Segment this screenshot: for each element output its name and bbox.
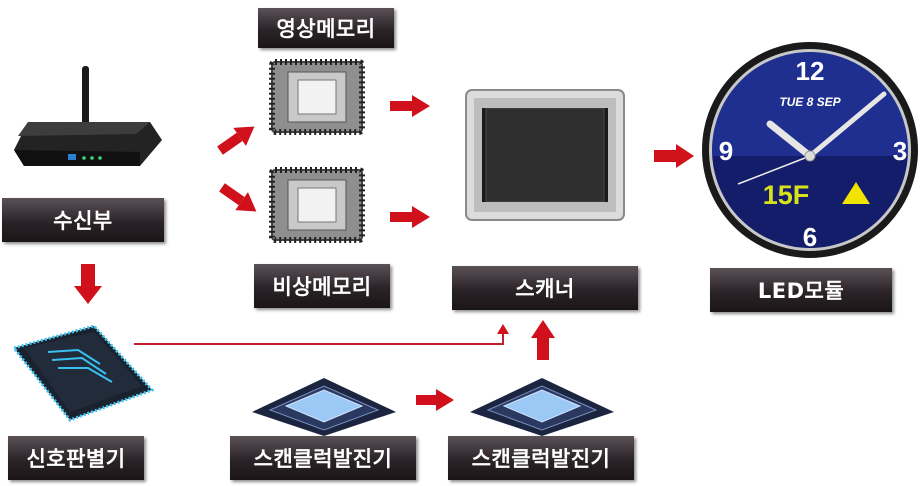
non-video-memory-chip-icon <box>269 167 365 243</box>
arrow-discriminator-to-scanner <box>497 324 509 334</box>
scan-clock-generator-1-icon <box>252 378 396 436</box>
floor-indicator: 15F <box>763 180 810 210</box>
hour-hand <box>766 120 814 160</box>
scan-clock-generator-1-label: 스캔클럭발진기 <box>230 436 416 480</box>
led-clock-face: 12 3 6 9 TUE 8 SEP 15F <box>702 42 918 258</box>
scan-clock-generator-2-icon <box>470 378 614 436</box>
arrow-receiver-to-non-video-memory <box>219 183 257 212</box>
scanner-icon <box>465 89 625 221</box>
scan-clock-generator-2-label: 스캔클럭발진기 <box>448 436 634 480</box>
arrow-scanner-to-led-module <box>654 144 694 168</box>
non-video-memory-label: 비상메모리 <box>254 264 390 308</box>
clock-3: 3 <box>893 136 907 166</box>
arrow-clock-gen-to-clock-gen <box>416 389 454 411</box>
arrow-clock-gen-to-scanner <box>531 320 555 360</box>
scanner-label: 스캐너 <box>452 266 638 310</box>
clock-date: TUE 8 SEP <box>779 95 841 109</box>
receiver-label: 수신부 <box>2 198 164 242</box>
clock-12: 12 <box>796 56 825 86</box>
arrow-non-video-memory-to-scanner <box>390 206 430 228</box>
led-module-label: LED모듈 <box>710 268 892 312</box>
clock-9: 9 <box>719 136 733 166</box>
arrow-receiver-to-discriminator <box>74 264 102 304</box>
arrow-video-memory-to-scanner <box>390 95 430 117</box>
signal-discriminator-label: 신호판별기 <box>8 436 144 480</box>
signal-discriminator-chip-icon <box>11 324 155 422</box>
video-memory-label: 영상메모리 <box>258 8 394 48</box>
minute-hand <box>807 91 887 159</box>
router-icon <box>14 66 162 166</box>
up-triangle-icon <box>842 182 870 204</box>
arrow-receiver-to-video-memory <box>217 126 255 155</box>
connector-line <box>134 326 504 345</box>
video-memory-chip-icon <box>269 59 365 135</box>
second-hand <box>737 155 811 185</box>
clock-6: 6 <box>803 222 817 252</box>
